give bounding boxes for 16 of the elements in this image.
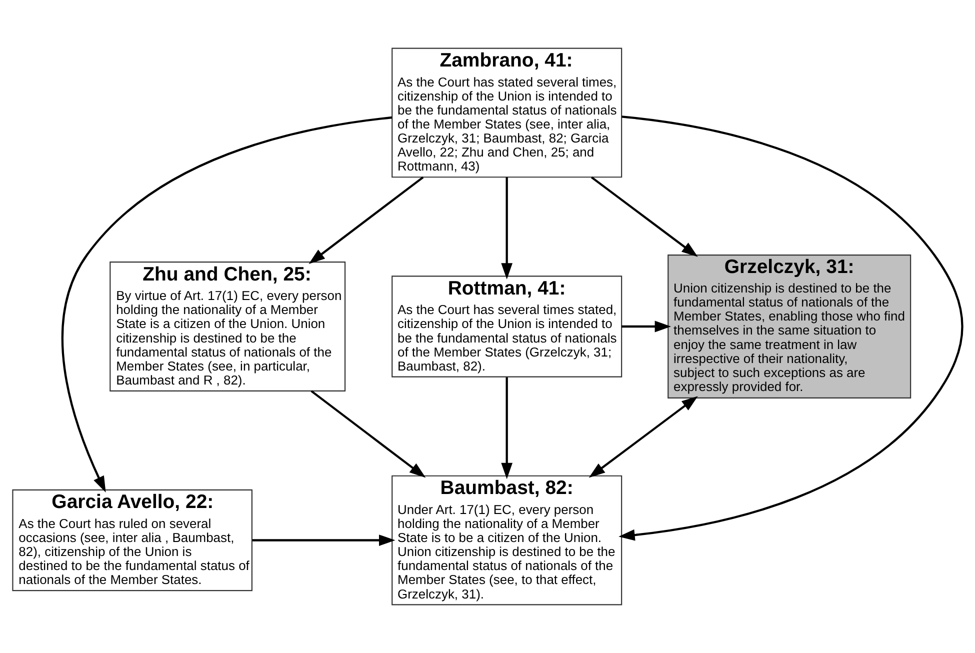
arrow <box>622 320 672 332</box>
arrow <box>252 534 396 546</box>
arrow <box>590 176 698 257</box>
node-box: Zhu and Chen, 25: By virtue of Art. 17(1) EC, every person holding the nationality of a Member State is a citizen of the Union. Union citizenship is destined to be the fundamental status of nationals of the Member States (see, in particular, Baumbast and R , 82). <box>110 262 346 392</box>
node-box: Grzelczyk, 31: Union citizenship is destined to be the fundamental status of nationals of the Member States, enabling those who find themselves in the same situation to enjoy the same treatment in law irrespective of their nationality, subject to such exceptions as are expressly provided for. <box>668 254 912 398</box>
arrow <box>62 116 392 492</box>
arrow <box>588 396 698 478</box>
node-box: Garcia Avello, 22: As the Court has ruled on several occasions (see, inter alia , Baumbast, 82), citizenship of the Union is destined to be the fundamental status of nationals of the Member States. <box>12 489 252 592</box>
arrow <box>501 377 513 480</box>
node-box: Zambrano, 41: As the Court has stated several times, citizenship of the Union is intended to be the fundamental status of nationals of the Member States (see, inter alia, Grzelczyk, 31; Baumbast, 82; Garcia Avello, 22; Zhu and Chen, 25; and Rottmann, 43) <box>392 48 622 178</box>
arrow <box>310 390 426 478</box>
arrow <box>618 116 964 541</box>
node-box: Rottman, 41: As the Court has several times stated, citizenship of the Union is intended to be the fundamental status of nationals of the Member States (Grzelczyk, 31; Baumbast, 82). <box>392 276 622 378</box>
arrow <box>308 176 424 264</box>
arrow <box>501 177 513 280</box>
node-box: Baumbast, 82: Under Art. 17(1) EC, every person holding the nationality of a Member State is to be a citizen of the Union. Union citizenship is destined to be the fundamental status of nationals of the Member States (see, to that effect, Grzelczyk, 31). <box>392 475 622 606</box>
